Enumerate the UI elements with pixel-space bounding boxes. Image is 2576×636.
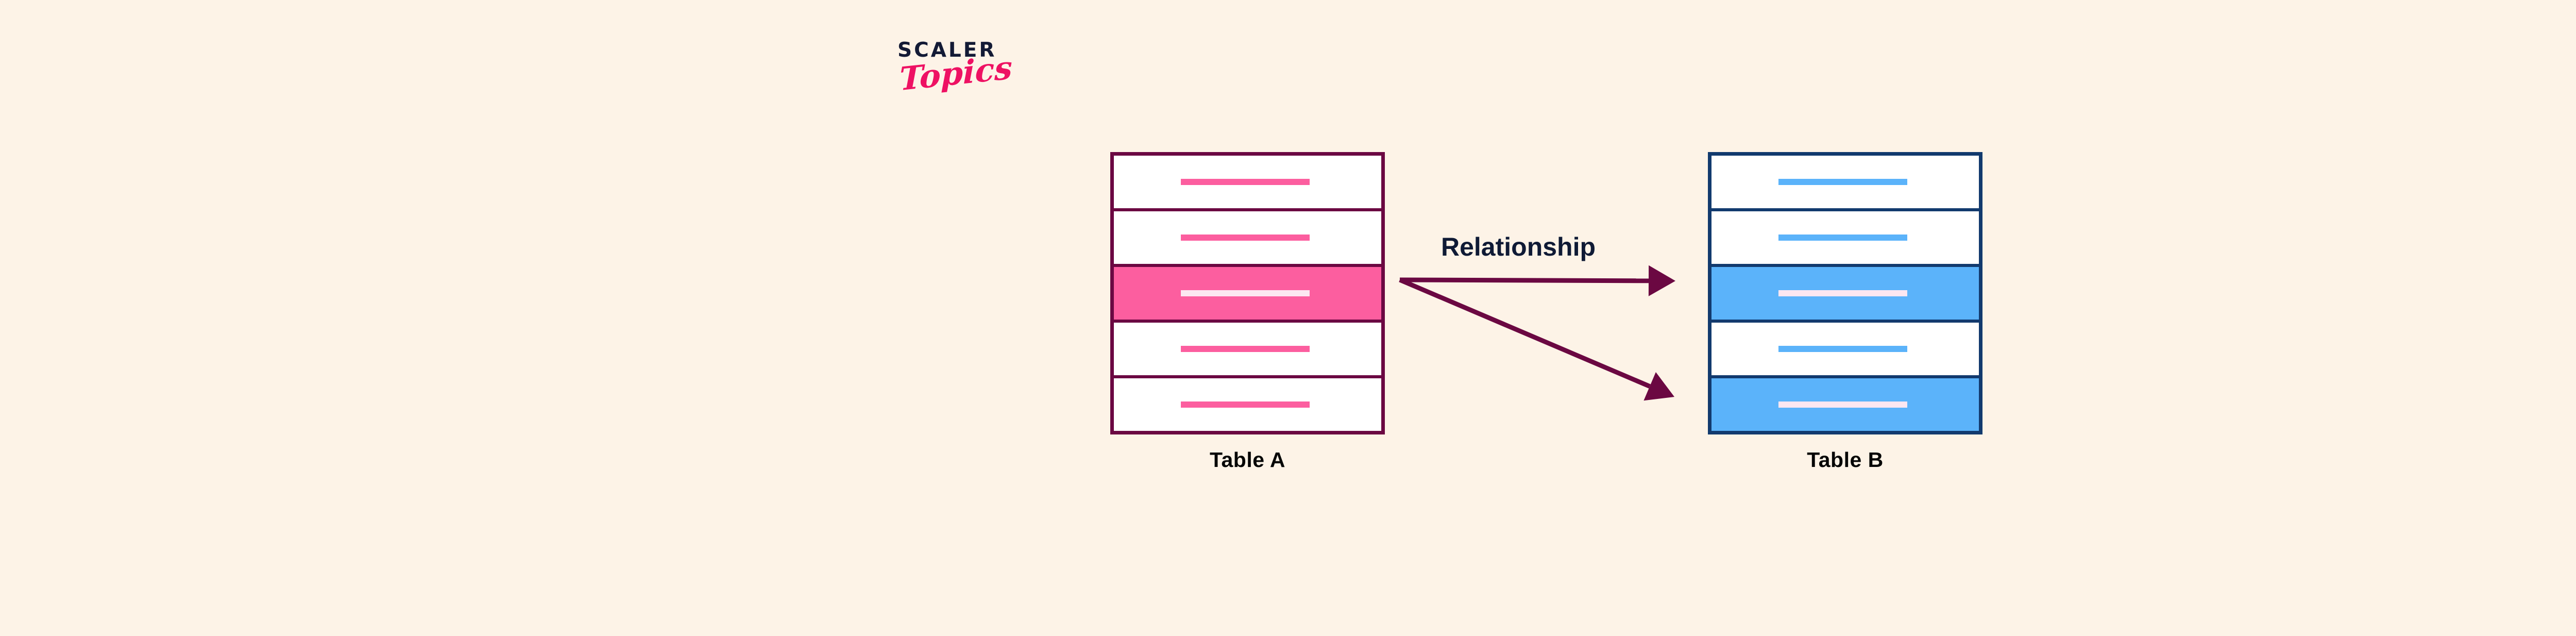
table-a-frame — [1110, 152, 1385, 434]
table-b-row-3[interactable] — [1711, 264, 1979, 320]
table-a-row-5[interactable] — [1114, 375, 1381, 431]
table-a-row-1-bar — [1181, 179, 1310, 185]
relationship-arrow-secondary — [1399, 277, 1674, 401]
table-a-row-4[interactable] — [1114, 320, 1381, 375]
table-b-row-3-bar — [1778, 290, 1907, 296]
table-a-row-3-bar — [1181, 290, 1310, 296]
scaler-topics-logo: SCALER Topics — [897, 40, 1031, 136]
relationship-label: Relationship — [1441, 232, 1596, 261]
logo-brand-text: SCALER — [897, 39, 997, 62]
table-b-row-2[interactable] — [1711, 208, 1979, 264]
table-b-row-2-bar — [1778, 235, 1907, 241]
relationship-arrow-primary — [1399, 265, 1675, 296]
table-a-block: Table A — [1110, 152, 1385, 472]
table-b-row-1[interactable] — [1711, 156, 1979, 208]
arrow-secondary-head-icon — [1643, 372, 1674, 401]
table-b-row-4-bar — [1778, 346, 1907, 352]
table-b-row-5-bar — [1778, 401, 1907, 408]
arrow-primary-head-icon — [1648, 265, 1675, 296]
arrow-primary-line — [1399, 277, 1649, 283]
table-a-row-2[interactable] — [1114, 208, 1381, 264]
table-a-row-4-bar — [1181, 346, 1310, 352]
table-b-row-1-bar — [1778, 179, 1907, 185]
table-a-row-2-bar — [1181, 235, 1310, 241]
table-a-row-1[interactable] — [1114, 156, 1381, 208]
table-b-row-4[interactable] — [1711, 320, 1979, 375]
table-a-row-3[interactable] — [1114, 264, 1381, 320]
table-a-caption: Table A — [1209, 448, 1286, 472]
table-b-caption: Table B — [1807, 448, 1884, 472]
table-b-block: Table B — [1708, 152, 1982, 472]
arrow-secondary-line — [1399, 277, 1651, 389]
table-a-row-5-bar — [1181, 401, 1310, 408]
table-b-frame — [1708, 152, 1982, 434]
table-b-row-5[interactable] — [1711, 375, 1979, 431]
